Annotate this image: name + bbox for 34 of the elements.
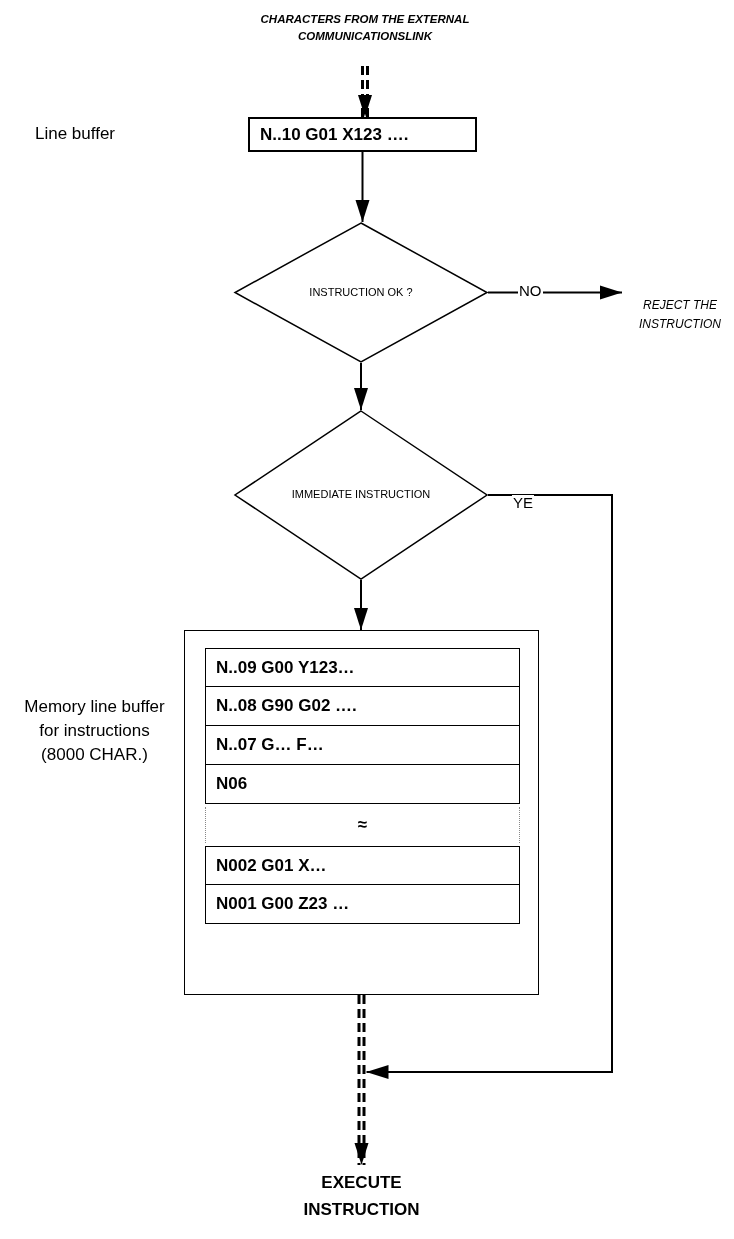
arrow [358, 65, 372, 118]
arrow [354, 579, 368, 631]
side-caption: Line buffer [35, 124, 116, 145]
buffer-row [205, 765, 520, 804]
node-label: N06 [216, 774, 248, 794]
node-text: REJECT THE INSTRUCTION [638, 297, 722, 333]
node-text: CHARACTERS FROM THE EXTERNAL COMMUNICATIONSLINK [259, 12, 471, 44]
buffer-row [205, 846, 520, 885]
buffer-frame [184, 630, 539, 995]
node-label: IMMEDIATE INSTRUCTION [291, 487, 431, 503]
decision-diamond [234, 222, 488, 363]
edge-label: NO [518, 283, 543, 298]
node-label: N..08 G90 G02 …. [216, 696, 357, 716]
buffer-row [205, 885, 520, 924]
arrow [365, 494, 613, 1079]
arrow [355, 151, 370, 223]
arrow [354, 362, 368, 411]
arrow [354, 994, 369, 1166]
buffer-row [205, 687, 520, 726]
node-label: N002 G01 X… [216, 855, 327, 876]
edge-label: YE [512, 495, 534, 510]
node-label: N001 G00 Z23 … [216, 894, 350, 914]
side-caption: Memory line buffer for instructions (8000 CHAR.) [23, 696, 166, 766]
node-label: N..09 G00 Y123… [216, 657, 355, 678]
node-text: EXECUTE INSTRUCTION [302, 1171, 421, 1221]
node-label: N..07 G… F… [216, 735, 324, 755]
buffer-gap [205, 807, 520, 843]
node-label: N..10 G01 X123 …. [260, 124, 409, 145]
node-label: INSTRUCTION OK ? [309, 284, 413, 300]
decision-diamond [234, 410, 488, 580]
buffer-row [205, 726, 520, 765]
process-box [248, 117, 477, 152]
buffer-row [205, 648, 520, 687]
gap-symbol: ≈ [357, 815, 368, 835]
